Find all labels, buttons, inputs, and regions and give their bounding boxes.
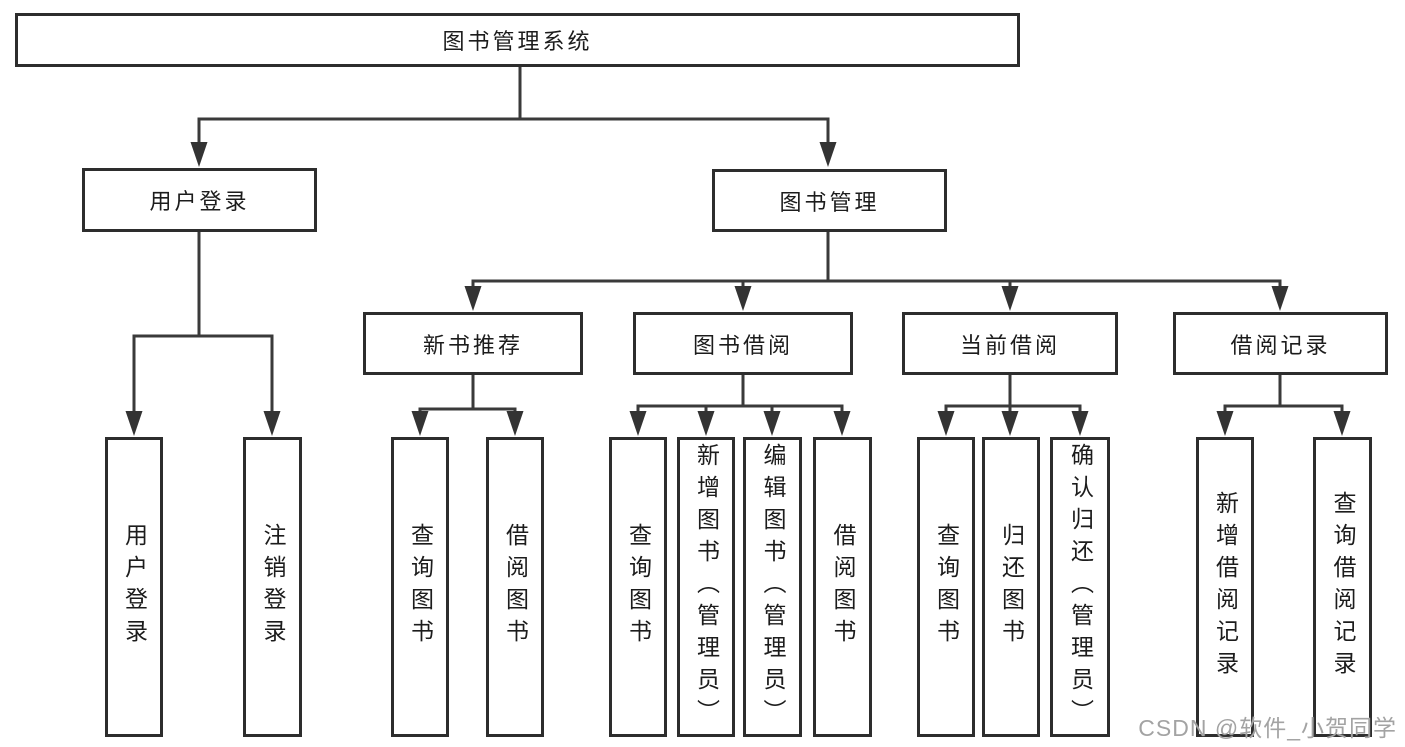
arrowheads-user-login-to-leaves [125, 411, 281, 436]
arrowheads-new-book-recommend-to-leaves [411, 411, 524, 436]
node-book-management: 图书管理 [712, 169, 947, 232]
connector-borrow-record-to-leaves [1223, 375, 1344, 412]
leaf-borrow-borrow-book-label: 借阅图书 [830, 523, 856, 651]
node-user-login-label: 用户登录 [149, 189, 250, 214]
arrowheads-current-borrow-to-leaves [937, 411, 1089, 436]
leaf-user-login: 用户登录 [105, 437, 163, 737]
leaf-logout-login: 注销登录 [243, 437, 302, 737]
arrowheads-book-borrow-to-leaves [629, 411, 851, 436]
leaf-add-borrow-record-label: 新增借阅记录 [1212, 491, 1239, 683]
leaf-current-query-book: 查询图书 [917, 437, 975, 737]
arrowheads-root-to-level2 [190, 142, 837, 167]
leaf-current-query-book-label: 查询图书 [933, 523, 960, 651]
leaf-user-login-label: 用户登录 [121, 523, 148, 651]
leaf-borrow-query-book: 查询图书 [609, 437, 667, 737]
leaf-borrow-borrow-book: 借阅图书 [813, 437, 872, 737]
node-book-management-label: 图书管理 [779, 189, 880, 215]
connector-book-borrow-to-leaves [636, 375, 844, 412]
connector-user-login-to-leaves [132, 232, 274, 413]
node-book-borrow: 图书借阅 [633, 312, 853, 375]
leaf-return-book-label: 归还图书 [998, 523, 1025, 651]
leaf-recommend-query-book: 查询图书 [391, 437, 449, 737]
leaf-query-borrow-record-label: 查询借阅记录 [1330, 491, 1356, 683]
leaf-recommend-query-book-label: 查询图书 [407, 523, 434, 651]
connector-book-management-to-level3 [471, 232, 1282, 288]
node-new-book-recommend-label: 新书推荐 [422, 332, 523, 358]
leaf-borrow-query-book-label: 查询图书 [625, 523, 652, 651]
leaf-recommend-borrow-book: 借阅图书 [486, 437, 544, 737]
leaf-return-book: 归还图书 [982, 437, 1040, 737]
node-borrow-record-label: 借阅记录 [1230, 332, 1331, 358]
connector-root-to-level2 [197, 67, 830, 144]
leaf-add-borrow-record: 新增借阅记录 [1196, 437, 1254, 737]
node-user-login: 用户登录 [82, 168, 317, 232]
node-book-borrow-label: 图书借阅 [692, 332, 793, 358]
leaf-query-borrow-record: 查询借阅记录 [1313, 437, 1372, 737]
node-root-label: 图书管理系统 [442, 29, 593, 54]
leaf-add-book-admin: 新增图书（管理员） [677, 437, 735, 737]
leaf-confirm-return-admin-label: 确认归还（管理员） [1067, 443, 1094, 731]
leaf-confirm-return-admin: 确认归还（管理员） [1050, 437, 1110, 737]
node-new-book-recommend: 新书推荐 [363, 312, 583, 375]
connector-current-borrow-to-leaves [944, 375, 1082, 412]
leaf-edit-book-admin: 编辑图书（管理员） [743, 437, 802, 737]
node-current-borrow-label: 当前借阅 [959, 332, 1060, 358]
leaf-add-book-admin-label: 新增图书（管理员） [693, 443, 720, 731]
csdn-watermark: CSDN @软件_小贺同学 [1138, 715, 1397, 741]
leaf-recommend-borrow-book-label: 借阅图书 [502, 523, 529, 651]
node-borrow-record: 借阅记录 [1173, 312, 1388, 375]
leaf-edit-book-admin-label: 编辑图书（管理员） [760, 443, 786, 731]
node-root-library-management-system: 图书管理系统 [15, 13, 1020, 67]
arrowheads-borrow-record-to-leaves [1216, 411, 1351, 436]
leaf-logout-login-label: 注销登录 [260, 523, 286, 651]
node-current-borrow: 当前借阅 [902, 312, 1118, 375]
connector-new-book-recommend-to-leaves [418, 375, 517, 413]
arrowheads-book-management-to-level3 [464, 286, 1289, 311]
